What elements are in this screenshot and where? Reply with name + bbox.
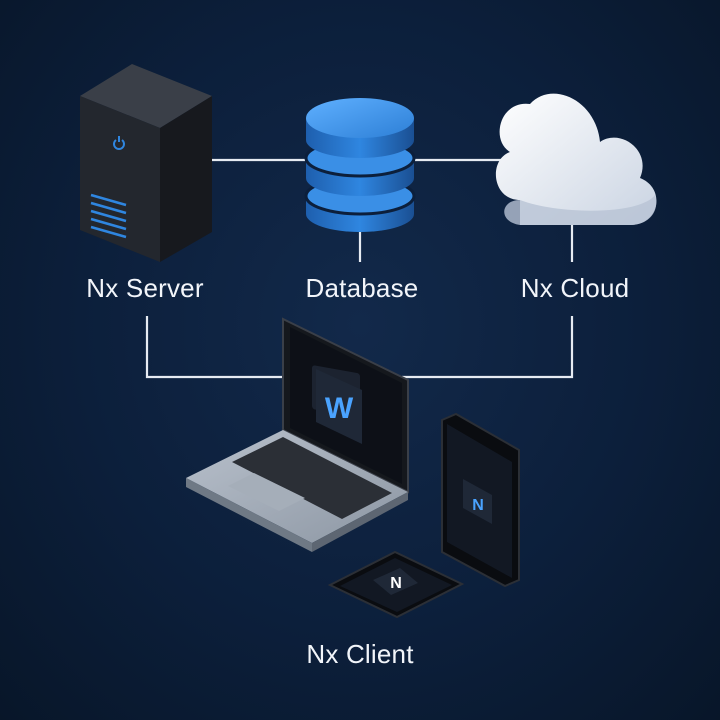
server-label: Nx Server [86, 273, 204, 303]
tablet-logo-badge: N [463, 479, 492, 524]
laptop-icon [186, 317, 409, 552]
client-label: Nx Client [306, 639, 414, 669]
tablet-logo-letter: N [472, 497, 484, 514]
laptop-logo-letter: W [325, 392, 354, 425]
database-label: Database [305, 273, 419, 303]
connector-cloud-client [402, 316, 574, 379]
server-tower-icon [80, 64, 212, 262]
database-cylinder-icon [304, 98, 416, 232]
connector-server-client [145, 316, 287, 379]
cloud-label: Nx Cloud [520, 273, 630, 303]
connector-lines [145, 158, 574, 379]
phone-logo-letter: N [390, 575, 402, 592]
laptop-logo-badge: W [316, 369, 362, 444]
cloud-icon [495, 93, 657, 225]
phone-logo-badge: N [373, 568, 418, 595]
